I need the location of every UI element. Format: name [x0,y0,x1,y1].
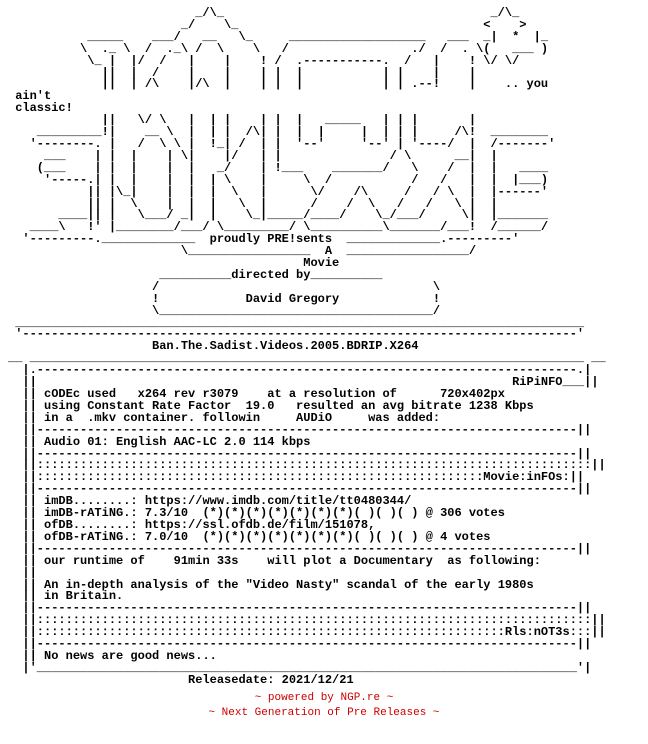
imdb-rating: imDB-rATiNG.: 7.3/10 (*)(*)(*)(*)(*)(*)(… [44,506,505,521]
crf-line: using Constant Rate Factor 19.0 resulted… [44,398,534,413]
ascii-tagline-row: '---------._____________ [8,232,210,247]
footer-ngp-tagline: ~ Next Generation of Pre Releases ~ [208,707,440,719]
release-name: Ban.The.Sadist.Videos.2005.BDRIP.X264 [152,339,419,354]
footer-powered-by: ~ powered by NGP.re ~ [254,692,394,704]
news-line: No news are good news... [44,648,217,663]
runtime-line: our runtime of 91min 33s will plot a Doc… [44,553,541,568]
release-date: Releasedate: 2021/12/21 [188,672,354,687]
codec-line: cODEc used x264 rev r3079 at a resolutio… [44,387,505,401]
ascii-logo-mid: || \/ \ | | | | | | _____ | | | | ______… [29,113,556,235]
section-rules: Rls:nOT3s [504,625,570,640]
section-ripinfo: RiPiNFO [512,375,563,390]
ascii-logo-top: _/\_ _/\_ _/ \_ < > _____ ___/ __ \_ ___… [80,6,549,92]
plot-line-1: An in-depth analysis of the "Video Nasty… [44,577,534,592]
director-name: David Gregory [245,291,340,306]
nfo-text: _/\_ _/\_ _/ \_ < > _____ ___/ __ \_ ___… [8,6,606,687]
imdb-link[interactable]: imDB........: https://www.imdb.com/title… [44,494,412,509]
banner-subtitle: .. you ain't classic! [15,77,549,116]
audio-line: Audio 01: English AAC-LC 2.0 114 kbps [44,434,311,449]
banner-movie: Movie [303,256,340,271]
section-movieinfo: Movie:inFOs: [483,470,570,485]
plot-line-2: in Britain. [44,589,124,604]
container-line: in a .mkv container. followin AUDiO was … [44,410,441,425]
ofdb-link[interactable]: ofDB........: https://ssl.ofdb.de/film/1… [44,517,376,532]
banner-a: A [324,244,333,259]
banner-directed-by: directed by [231,267,311,282]
ofdb-rating: ofDB-rATiNG.: 7.0/10 (*)(*)(*)(*)(*)(*)(… [44,529,491,544]
banner-tagline: proudly PRE!sents [209,232,333,247]
